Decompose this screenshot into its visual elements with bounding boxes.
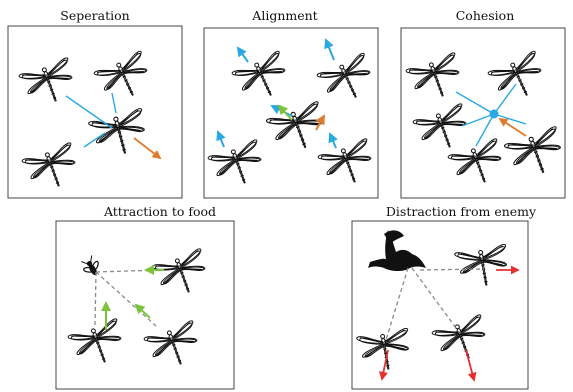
panel-separation-frame bbox=[7, 25, 183, 199]
dragonfly-icon bbox=[151, 248, 206, 293]
dragonfly-icon bbox=[231, 50, 286, 96]
dragonfly-icon bbox=[143, 320, 198, 365]
average-heading-arrow bbox=[277, 104, 293, 121]
dragonfly-icon bbox=[431, 314, 486, 359]
separation-vector-arrow bbox=[133, 137, 162, 160]
panel-cohesion-frame bbox=[400, 27, 566, 199]
caption-cohesion: Cohesion bbox=[455, 8, 515, 23]
heading-arrow bbox=[216, 130, 226, 148]
dragonfly-icon bbox=[21, 142, 76, 187]
dragonfly-icon bbox=[18, 57, 73, 102]
cohesion-vector-arrow bbox=[498, 118, 527, 137]
dragonfly-icon bbox=[504, 126, 561, 174]
dragonfly-icon bbox=[67, 318, 122, 363]
heading-arrow bbox=[270, 105, 293, 117]
dragonfly-icon bbox=[88, 108, 145, 154]
panel-alignment-frame bbox=[203, 27, 379, 199]
dragonfly-icon bbox=[487, 50, 542, 96]
neighbor-line bbox=[493, 83, 517, 115]
neighbor-line bbox=[455, 91, 495, 115]
heading-arrow bbox=[328, 132, 338, 149]
distraction-vector-arrow bbox=[379, 349, 389, 381]
center-of-mass-dot bbox=[489, 109, 499, 119]
caption-attraction: Attraction to food bbox=[103, 204, 217, 219]
dragonfly-icon bbox=[316, 52, 371, 98]
dragonfly-icon bbox=[266, 101, 323, 149]
caption-alignment: Alignment bbox=[252, 8, 318, 23]
dragonfly-icon bbox=[447, 138, 502, 183]
heading-arrow bbox=[324, 38, 335, 61]
bird-icon bbox=[368, 230, 426, 271]
caption-distraction: Distraction from enemy bbox=[385, 204, 537, 219]
neighbor-line bbox=[65, 95, 113, 129]
dragonfly-icon bbox=[405, 52, 460, 97]
neighbor-line bbox=[111, 92, 117, 114]
caption-separation: Seperation bbox=[60, 8, 130, 23]
neighbor-line bbox=[83, 132, 106, 148]
neighbor-line bbox=[461, 113, 495, 127]
heading-arrow bbox=[236, 46, 249, 63]
distance-line bbox=[94, 271, 97, 327]
distance-line bbox=[411, 267, 457, 329]
neighbor-line bbox=[493, 113, 527, 125]
panel-attraction-frame bbox=[55, 220, 235, 390]
dragonfly-icon bbox=[454, 244, 507, 286]
panel-distraction-frame bbox=[351, 220, 529, 390]
neighbor-line bbox=[475, 113, 495, 147]
fly-icon bbox=[81, 255, 99, 276]
distraction-vector-arrow bbox=[465, 349, 477, 382]
dragonfly-icon bbox=[356, 328, 409, 370]
alignment-vector-arrow bbox=[315, 114, 325, 131]
dragonfly-icon bbox=[93, 50, 148, 96]
dragonfly-icon bbox=[412, 103, 467, 148]
dragonfly-icon bbox=[207, 139, 262, 184]
distance-line bbox=[385, 267, 409, 341]
attraction-vector-arrow bbox=[134, 303, 151, 319]
dragonfly-icon bbox=[317, 138, 372, 183]
distance-line bbox=[95, 269, 161, 273]
distance-line bbox=[419, 268, 485, 271]
